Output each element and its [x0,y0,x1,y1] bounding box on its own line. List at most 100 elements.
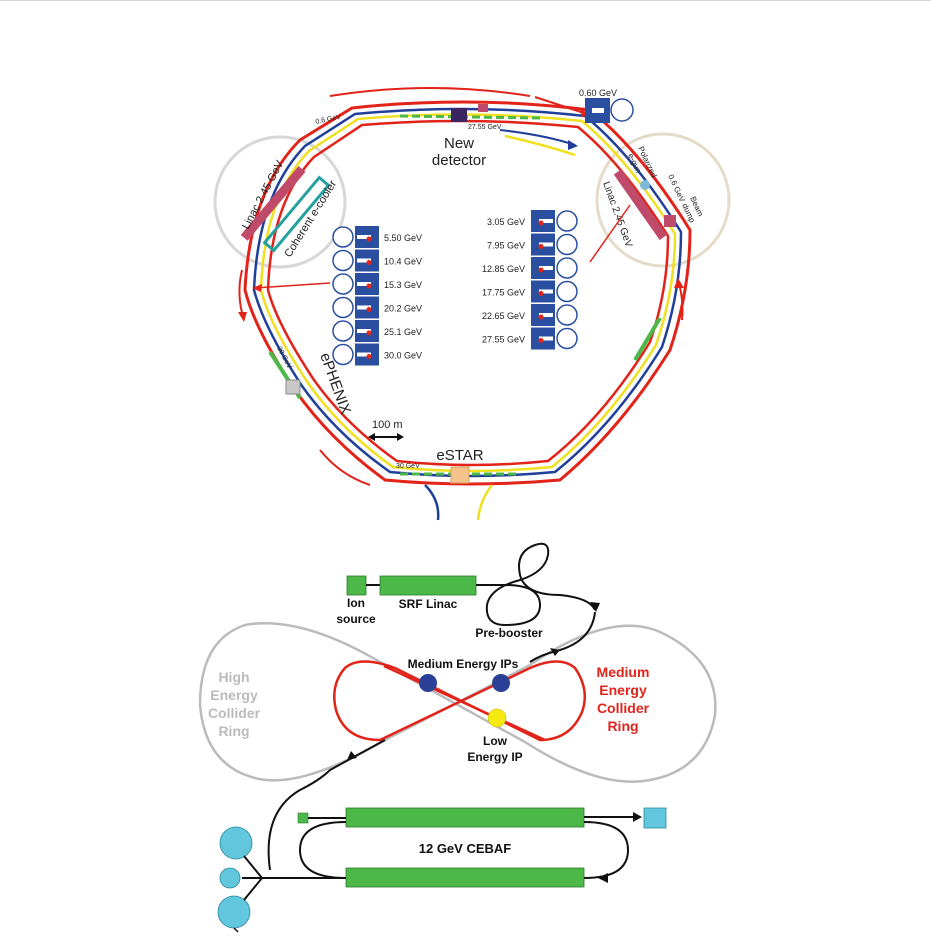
arrowhead [397,433,404,441]
cebaf-arc-east [583,821,630,879]
new-detector-label-2: detector [432,152,486,169]
medium-ip-right [492,674,510,692]
medium-ring-label-3: Collider [597,700,650,716]
magnet-dot [366,307,372,312]
feed-line-blue [424,484,440,521]
srf-linac-block [379,575,477,596]
cebaf-injector [297,812,309,824]
energy-label-30-bottom: 30 GeV [396,463,420,470]
magnet-slot [357,329,371,333]
pre-booster-label: Pre-booster [475,626,543,640]
right-arc-magnet-3: 12.85 GeV [482,257,578,279]
energy-label-2755-top: 27.55 GeV [468,124,502,131]
magnet-slot [539,289,553,294]
arc-loop [332,226,354,248]
cebaf-linac-south [345,867,585,888]
right-arc-magnet-1: 3.05 GeV [487,210,578,232]
arrowhead [368,433,375,441]
right-arc-energy-label: 3.05 GeV [487,217,525,227]
outer-arrow-top-right [534,96,591,116]
arrowhead [590,602,600,612]
hall-b [219,867,241,889]
loop-060 [610,98,634,122]
right-arc-energy-label: 27.55 GeV [482,335,525,345]
right-arc-magnet-stack: 3.05 GeV 7.95 GeV 12.85 GeV 17.75 GeV 22.65 … [482,210,578,350]
feed-line-yellow [476,484,493,521]
arc-loop [332,273,354,295]
cebaf-to-ring [267,739,386,871]
ephenix-marker [285,379,301,395]
arrowhead [550,648,560,656]
magnet-dot [538,338,544,343]
magnet-dot [538,244,544,249]
green-segment-right [633,316,662,362]
cebaf-exit-target [643,807,667,829]
right-arc-magnet-6: 27.55 GeV [482,327,578,350]
outer-arrow-top [329,87,531,97]
arc-loop [556,304,578,326]
left-arc-energy-label: 30.0 GeV [384,351,422,361]
arc-loop [556,280,578,303]
new-detector-marker [451,108,467,122]
right-arc-energy-label: 7.95 GeV [487,241,525,251]
left-arc-magnet-3: 15.3 GeV [332,273,422,295]
cooler-group [262,175,331,253]
magnet-slot [357,352,371,357]
magnet-dot [538,314,544,320]
medium-ring-label-1: Medium [597,664,650,680]
coherent-cooler-box [262,175,331,253]
arrowhead [598,873,608,883]
erhic-layout-diagram: Linac 2.45 GeV Coherent e-cooler 0.6 GeV… [213,87,731,521]
arc-loop [556,210,578,232]
connector-left [254,282,331,289]
left-arc-energy-label: 10.4 GeV [384,257,422,267]
low-ip-label-1: Low [483,734,508,748]
arc-loop [332,343,354,366]
ring-crossing-1 [383,664,546,742]
arc-loop [332,249,354,272]
ion-source-label-1: Ion [347,596,365,610]
hall-c-line [243,877,263,901]
linac-left-bar [240,166,306,241]
left-arc-energy-label: 20.2 GeV [384,304,422,314]
right-arc-energy-label: 17.75 GeV [482,288,525,298]
right-arc-magnet-5: 22.65 GeV [482,304,578,326]
high-ring-label-2: Energy [210,687,258,703]
high-ring-label-1: High [218,669,249,685]
arc-loop [556,257,578,279]
outer-arrow-bottom [319,449,371,486]
magnet-slot [539,336,553,341]
right-arc-energy-label: 12.85 GeV [482,264,525,274]
magnet-slot [357,258,371,263]
polarized-gun-marker [640,180,650,190]
hall-a-line [243,855,263,879]
left-arc-energy-label: 15.3 GeV [384,280,422,290]
new-detector-label-1: New [444,135,474,152]
medium-energy-ring [333,660,587,742]
arc-loop [332,320,354,342]
arc-loop [556,327,578,350]
left-arc-magnet-2: 10.4 GeV [332,249,422,272]
cebaf-linac-north [345,807,585,828]
hall-a [219,826,253,860]
low-energy-ip [487,708,507,728]
magnet-slot [539,242,553,247]
linac-right-bar [613,169,668,241]
magnet-dot [538,291,544,296]
low-ip-label-2: Energy IP [467,750,522,764]
magnet-slot [357,282,371,286]
ring-yellow [259,113,677,473]
high-ring-label-4: Ring [218,723,249,739]
right-arc-magnet-2: 7.95 GeV [487,233,578,256]
high-energy-ring [198,622,717,783]
high-ring-label-3: Collider [208,705,261,721]
magnet-slot [357,235,371,239]
medium-ips-label: Medium Energy IPs [408,657,519,671]
yellow-arrow-top [504,134,576,157]
magnet-slot [592,108,604,113]
magnet-slot [539,313,553,317]
estar-marker [450,466,470,484]
magnet-dot [538,220,544,226]
connector-right [589,204,631,263]
